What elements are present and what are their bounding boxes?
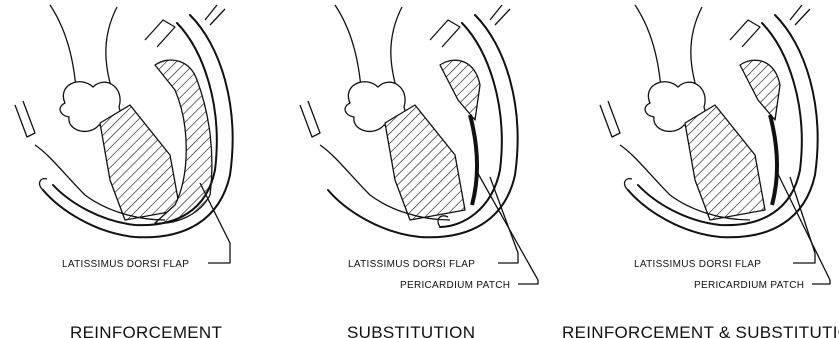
atrium-stripe xyxy=(15,101,35,137)
panel-reinforcement-substitution: LATISSIMUS DORSI FLAP PERICARDIUM PATCH … xyxy=(562,5,839,338)
ventricle-wall-hatch-upper xyxy=(740,60,780,120)
vessel-stripe xyxy=(730,20,760,47)
flap-leader xyxy=(498,253,518,263)
flap-end xyxy=(40,179,47,190)
atrium-stripe xyxy=(300,101,320,137)
pericardium-patch xyxy=(470,115,477,205)
vessel-top xyxy=(790,5,810,25)
vessel-stripe xyxy=(430,20,460,47)
pericardium-patch xyxy=(770,115,777,205)
vessel-stripe xyxy=(145,20,175,47)
patch-leader xyxy=(518,280,538,284)
label-pericardium-2: PERICARDIUM PATCH xyxy=(400,280,510,291)
flap-end xyxy=(438,216,448,227)
caption-reinforcement-substitution: REINFORCEMENT & SUBSTITUTION xyxy=(562,323,839,338)
panel-reinforcement: LATISSIMUS DORSI FLAP REINFORCEMENT xyxy=(15,5,233,338)
ventricle-wall-hatch-upper xyxy=(440,60,480,120)
caption-substitution: SUBSTITUTION xyxy=(347,323,475,338)
septum-hatch xyxy=(100,105,180,220)
caption-reinforcement: REINFORCEMENT xyxy=(70,323,222,338)
label-latissimus-1: LATISSIMUS DORSI FLAP xyxy=(62,259,189,270)
patch-leader xyxy=(812,280,830,284)
septum-hatch xyxy=(685,105,765,220)
label-pericardium-3: PERICARDIUM PATCH xyxy=(694,280,804,291)
flap-end xyxy=(625,179,632,190)
vessel-top xyxy=(205,5,225,25)
panel-substitution: LATISSIMUS DORSI FLAP PERICARDIUM PATCH … xyxy=(300,5,538,338)
label-latissimus-3: LATISSIMUS DORSI FLAP xyxy=(634,259,761,270)
septum-hatch xyxy=(385,105,465,220)
flap-leader xyxy=(208,243,230,263)
vessel-top xyxy=(490,5,510,25)
atrium-stripe xyxy=(600,101,620,137)
label-latissimus-2: LATISSIMUS DORSI FLAP xyxy=(348,259,475,270)
flap-leader xyxy=(793,253,815,263)
